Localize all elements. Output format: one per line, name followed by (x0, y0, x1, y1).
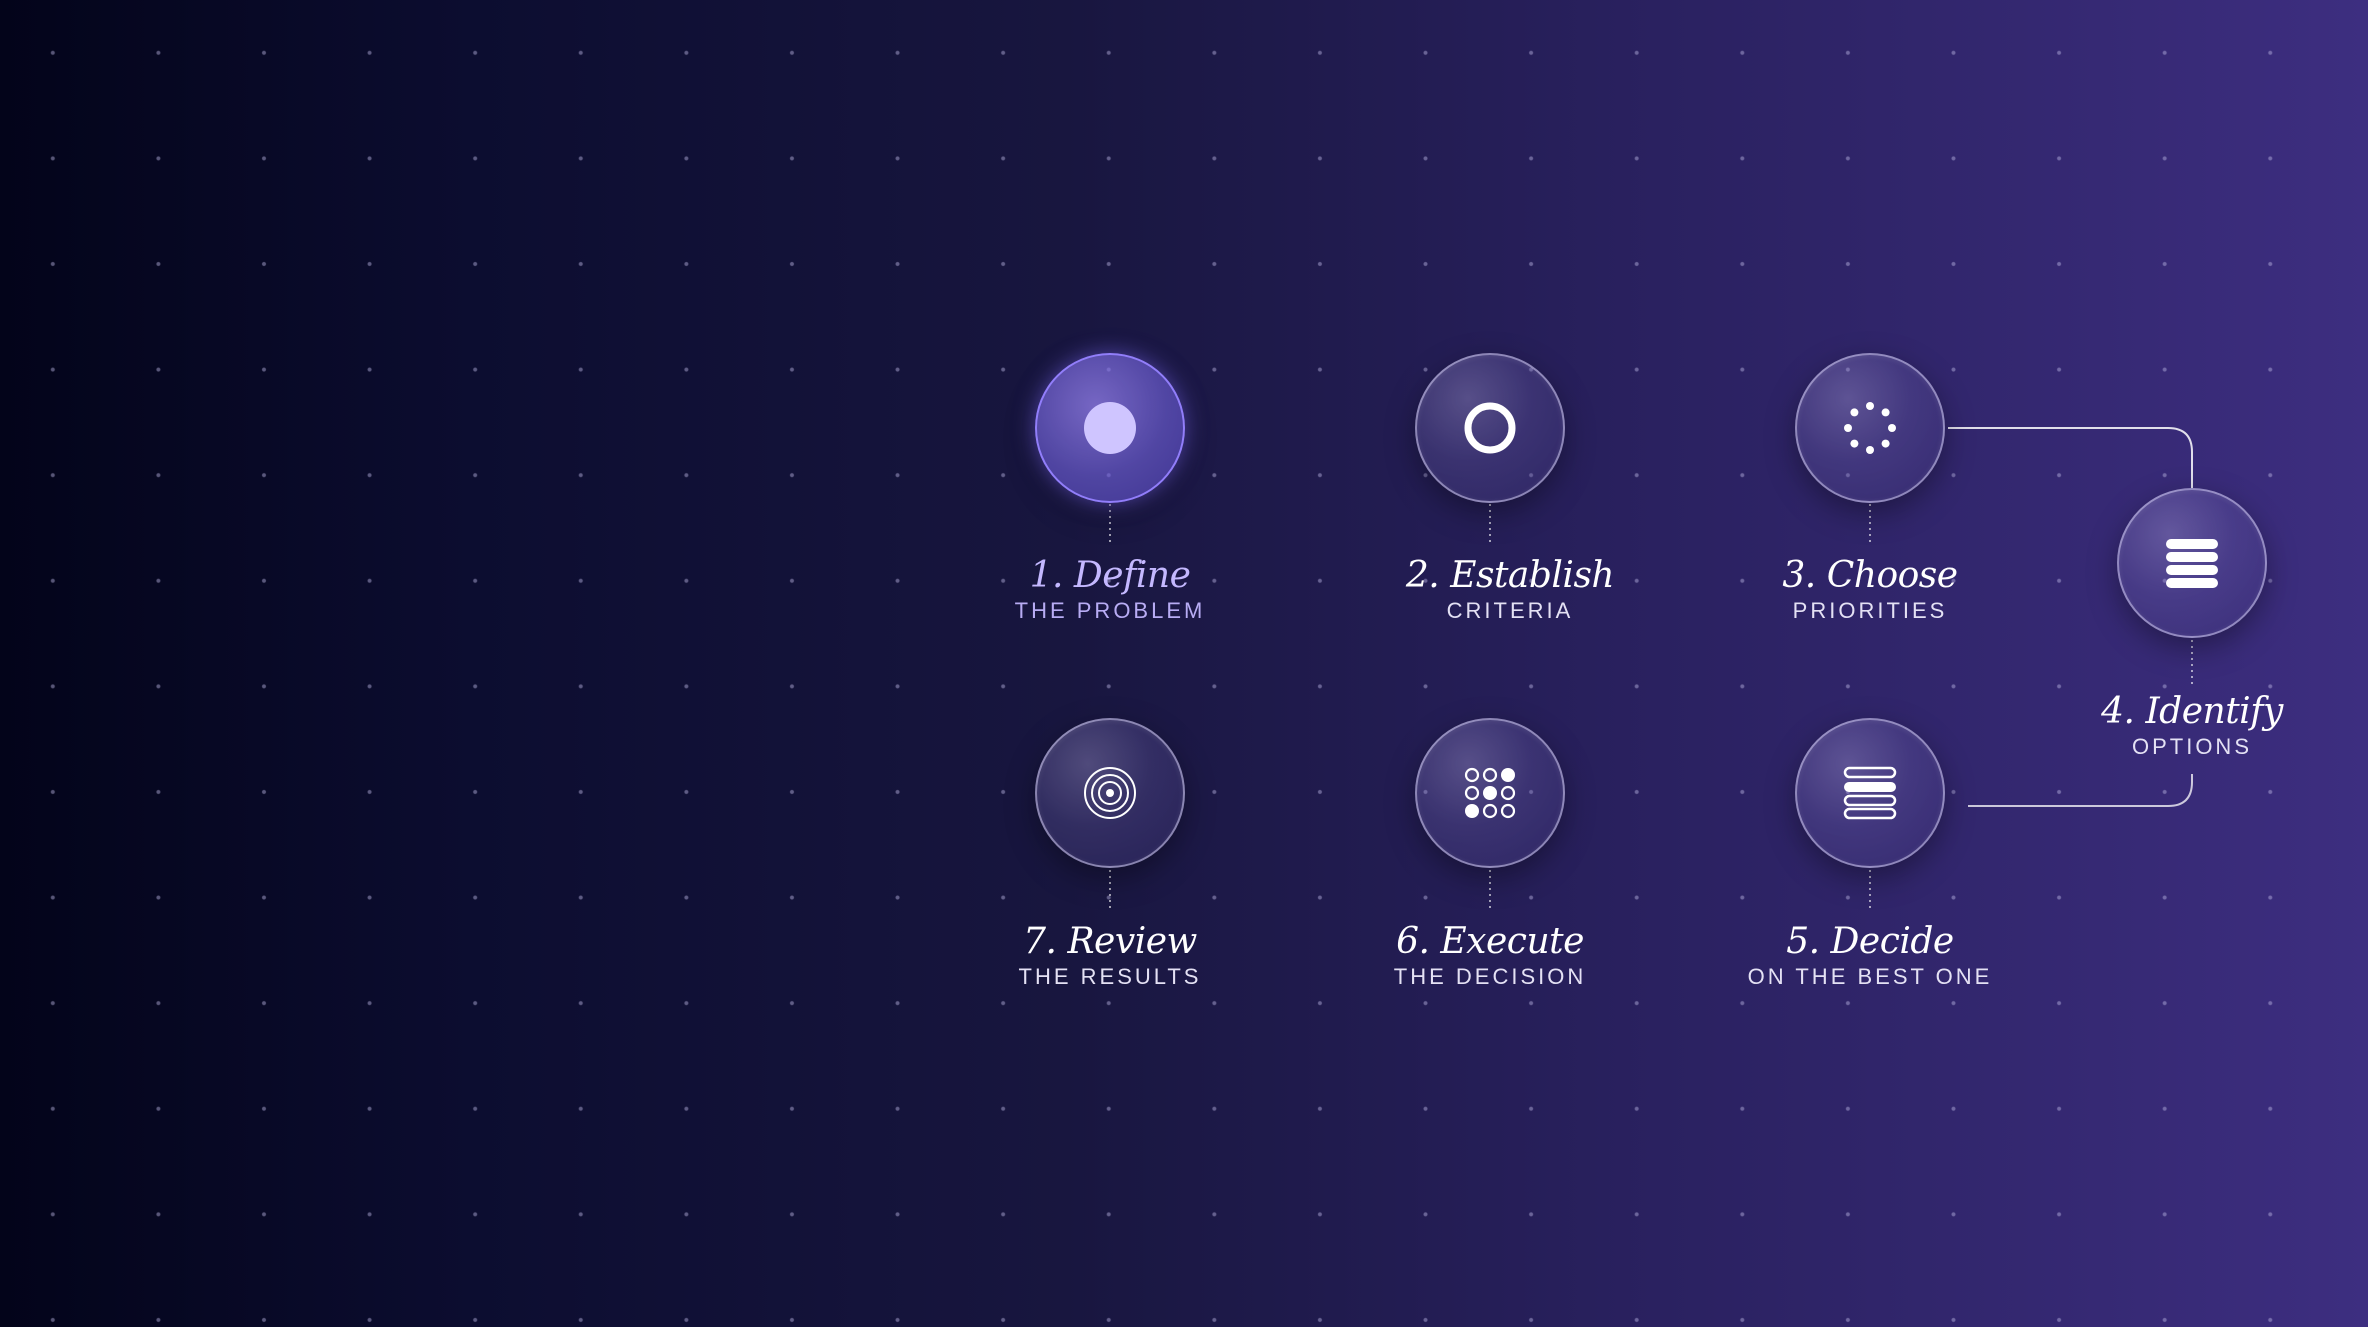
step-1-node[interactable] (1035, 353, 1185, 503)
step-5-subtitle: ON THE BEST ONE (1747, 964, 1993, 989)
step-5-label: 5. Decide ON THE BEST ONE (1710, 922, 2030, 990)
step-2-subtitle: CRITERIA (1446, 598, 1574, 623)
step-4-node[interactable] (2117, 488, 2267, 638)
step-6-label: 6. Execute THE DECISION (1330, 922, 1650, 990)
step-5-node[interactable] (1795, 718, 1945, 868)
stacked-bars-icon (2164, 535, 2220, 591)
step-7-label: 7. Review THE RESULTS (950, 922, 1270, 990)
step-1-subtitle: THE PROBLEM (1014, 598, 1206, 623)
step-4-subtitle: OPTIONS (2131, 734, 2252, 759)
step-6-node[interactable] (1415, 718, 1565, 868)
step-7-subtitle: THE RESULTS (1018, 964, 1202, 989)
dotted-ring-icon (1842, 400, 1898, 456)
ring-icon (1462, 400, 1518, 456)
connector-3-4 (1948, 427, 2193, 488)
step-4-label: 4. Identify OPTIONS (2032, 692, 2352, 760)
step-1-title: 1. Define (1029, 555, 1191, 596)
step-3-node[interactable] (1795, 353, 1945, 503)
step-3-subtitle: PRIORITIES (1792, 598, 1948, 623)
step-3-title: 3. Choose (1782, 555, 1958, 596)
filled-circle-icon (1082, 400, 1138, 456)
step-6-subtitle: THE DECISION (1393, 964, 1587, 989)
step-5-title: 5. Decide (1786, 921, 1954, 962)
step-4-title: 4. Identify (2101, 691, 2283, 732)
connector-4-5 (1968, 774, 2193, 807)
step-7-title: 7. Review (1023, 921, 1197, 962)
concentric-circles-icon (1082, 765, 1138, 821)
step-1-label: 1. Define THE PROBLEM (950, 556, 1270, 624)
step-2-node[interactable] (1415, 353, 1565, 503)
step-6-title: 6. Execute (1396, 921, 1584, 962)
step-2-title: 2. Establish (1405, 555, 1615, 596)
step-2-label: 2. Establish CRITERIA (1350, 556, 1670, 624)
step-7-node[interactable] (1035, 718, 1185, 868)
dot-grid-icon (1462, 765, 1518, 821)
list-select-icon (1842, 765, 1898, 821)
step-3-label: 3. Choose PRIORITIES (1710, 556, 2030, 624)
